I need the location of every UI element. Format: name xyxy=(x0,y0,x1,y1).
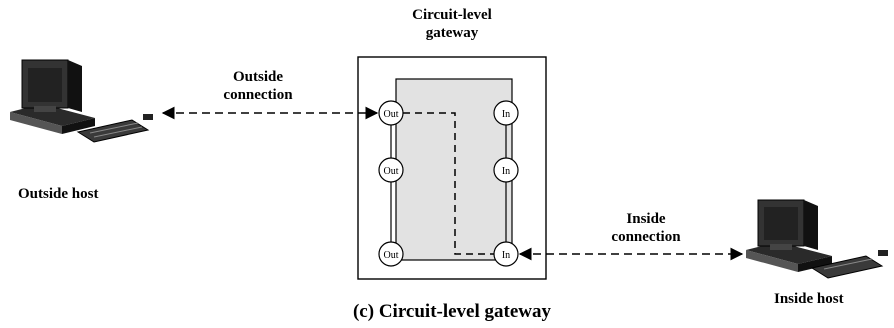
outside-host-label: Outside host xyxy=(18,185,168,203)
inside-host-computer-icon xyxy=(746,200,888,278)
inside-connection-label: Inside connection xyxy=(586,210,706,246)
inside-connection-line2: connection xyxy=(586,228,706,246)
gateway-title-line1: Circuit-level xyxy=(392,6,512,24)
svg-text:Out: Out xyxy=(384,109,399,120)
gateway-title: Circuit-level gateway xyxy=(392,6,512,42)
in-port-3: In xyxy=(494,242,518,266)
out-port-2: Out xyxy=(379,158,403,182)
outside-host-computer-icon xyxy=(10,60,153,142)
svg-text:In: In xyxy=(502,250,510,261)
svg-text:In: In xyxy=(502,166,510,177)
svg-text:Out: Out xyxy=(384,250,399,261)
outside-connection-line1: Outside xyxy=(198,68,318,86)
gateway-title-line2: gateway xyxy=(392,24,512,42)
out-port-3: Out xyxy=(379,242,403,266)
in-port-2: In xyxy=(494,158,518,182)
figure-caption: (c) Circuit-level gateway xyxy=(262,301,642,324)
in-port-1: In xyxy=(494,101,518,125)
svg-text:In: In xyxy=(502,109,510,120)
inside-connection-line1: Inside xyxy=(586,210,706,228)
svg-text:Out: Out xyxy=(384,166,399,177)
outside-connection-line2: connection xyxy=(198,86,318,104)
inside-host-label: Inside host xyxy=(774,290,892,308)
out-port-1: Out xyxy=(379,101,403,125)
outside-connection-label: Outside connection xyxy=(198,68,318,104)
